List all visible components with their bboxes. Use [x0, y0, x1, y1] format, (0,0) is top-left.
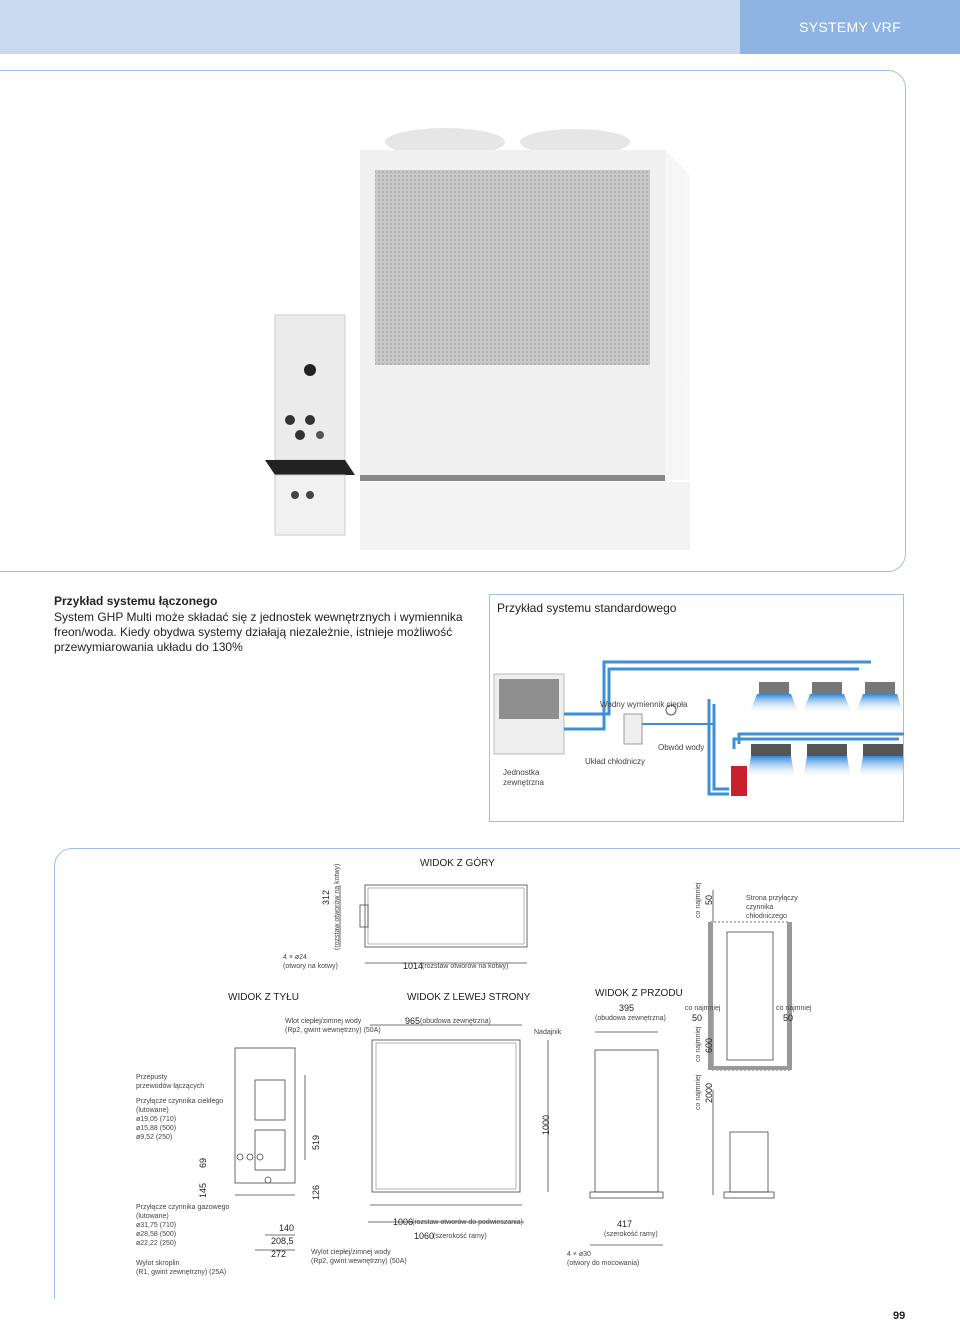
label-water-circuit: Obwód wody: [658, 743, 705, 752]
clear-height-value: 2000: [704, 1082, 714, 1103]
technical-drawings: [234, 884, 792, 1251]
product-photo: [265, 128, 690, 550]
drain-note: (R1, gwint zewnętrzny) (25A): [136, 1269, 227, 1276]
dim-1006: 1006: [393, 1217, 414, 1227]
liquid-conn-2: (lutowane): [136, 1107, 169, 1114]
anchor-holes: 4 × ø24: [283, 954, 307, 961]
dim-140: 140: [279, 1223, 295, 1233]
dim-965-note: (obudowa zewnętrzna): [420, 1018, 491, 1025]
intro-text: System GHP Multi może składać się z jedn…: [54, 610, 463, 654]
standard-system-title: Przykład systemu standardowego: [497, 601, 677, 615]
front-view-title: WIDOK Z PRZODU: [595, 988, 683, 999]
clear-right-label: co najmniej: [776, 1005, 812, 1012]
refrigerant-side-3: chłodniczego: [746, 913, 787, 920]
dim-965: 965: [405, 1016, 421, 1026]
left-view-title: WIDOK Z LEWEJ STRONY: [407, 992, 531, 1003]
clear-right-value: 50: [783, 1013, 794, 1023]
mount-holes-note: (otwory do mocowania): [567, 1260, 640, 1267]
clear-left-label: co najmniej: [685, 1005, 721, 1012]
drawings-panel: [54, 848, 960, 1299]
gas-d1: ø31,75 (710): [136, 1222, 177, 1229]
rear-view-title: WIDOK Z TYŁU: [228, 992, 299, 1003]
dim-395: 395: [619, 1003, 635, 1013]
photo-panel: [0, 70, 906, 572]
water-outlet: Wylot ciepłej/zimnej wody: [311, 1249, 391, 1256]
clear-front-value: 600: [704, 1037, 714, 1053]
label-outdoor-unit: Jednostka zewnętrzna: [503, 768, 544, 787]
liquid-d3: ø9,52 (250): [136, 1134, 173, 1141]
drain: Wylot skroplin: [136, 1260, 180, 1267]
dim-69: 69: [198, 1157, 208, 1168]
top-view-title: WIDOK Z GÓRY: [420, 858, 495, 869]
liquid-conn: Przyłącze czynnika ciekłego: [136, 1098, 224, 1105]
dim-1006-note: (rozstaw otworów do podwieszania): [412, 1219, 523, 1226]
clear-top-value: 50: [704, 894, 714, 905]
clear-top-label: co najmniej: [695, 882, 702, 918]
page-number: 99: [893, 1310, 906, 1322]
dim-208: 208,5: [271, 1236, 294, 1246]
dim-417: 417: [617, 1219, 633, 1229]
dim-312: 312: [321, 889, 331, 905]
liquid-d1: ø19,05 (710): [136, 1116, 177, 1123]
passages: Przepusty: [136, 1074, 168, 1081]
clear-front-label: co najmniej: [695, 1026, 702, 1062]
dim-519: 519: [311, 1134, 321, 1150]
gas-d2: ø28,58 (500): [136, 1231, 177, 1238]
anchor-holes-note: (otwory na kotwy): [283, 963, 338, 970]
intro-title: Przykład systemu łączonego: [54, 594, 218, 608]
dim-1014: 1014: [403, 961, 424, 971]
dim-395-note: (obudowa zewnętrzna): [595, 1015, 666, 1022]
water-outlet-note: (Rp2, gwint wewnętrzny) (50A): [311, 1258, 407, 1265]
label-cooling-system: Układ chłodniczy: [585, 757, 646, 766]
dim-272: 272: [271, 1249, 287, 1259]
clear-left-value: 50: [692, 1013, 703, 1023]
standard-system-box: [489, 594, 904, 822]
mount-holes: 4 × ø30: [567, 1251, 591, 1258]
refrigerant-side-1: Strona przyłączy: [746, 895, 798, 902]
gas-d3: ø22,22 (250): [136, 1240, 177, 1247]
passages-2: przewodów łączących: [136, 1083, 205, 1090]
dim-312-note: (rozstaw otworów na kotwy): [334, 863, 341, 950]
refrigerant-side-2: czynnika: [746, 904, 774, 911]
standard-system-diagram: [493, 660, 904, 796]
water-inlet: Wlot ciepłej/zimnej wody: [285, 1018, 362, 1025]
water-inlet-note: (Rp2, gwint wewnętrzny) (50A): [285, 1027, 381, 1034]
dim-145: 145: [198, 1182, 208, 1198]
section-label: SYSTEMY VRF: [740, 0, 960, 54]
dim-1060: 1060: [414, 1231, 435, 1241]
liquid-d2: ø15,88 (500): [136, 1125, 177, 1132]
dim-1060-note: (szerokość ramy): [433, 1233, 487, 1240]
sender: Nadajnik: [534, 1029, 562, 1036]
dim-1000: 1000: [541, 1114, 551, 1135]
dim-1014-note: (rozstaw otworów na kotwy): [422, 963, 509, 970]
clear-height-label: co najmniej: [695, 1074, 702, 1110]
dim-417-note: (szerokość ramy): [604, 1231, 658, 1238]
gas-conn-2: (lutowane): [136, 1213, 169, 1220]
header-strip: [0, 0, 740, 54]
label-heat-exchanger: Wodny wymiennik ciepła: [600, 700, 688, 709]
gas-conn: Przyłącze czynnika gazowego: [136, 1204, 230, 1211]
dim-126: 126: [311, 1184, 321, 1200]
